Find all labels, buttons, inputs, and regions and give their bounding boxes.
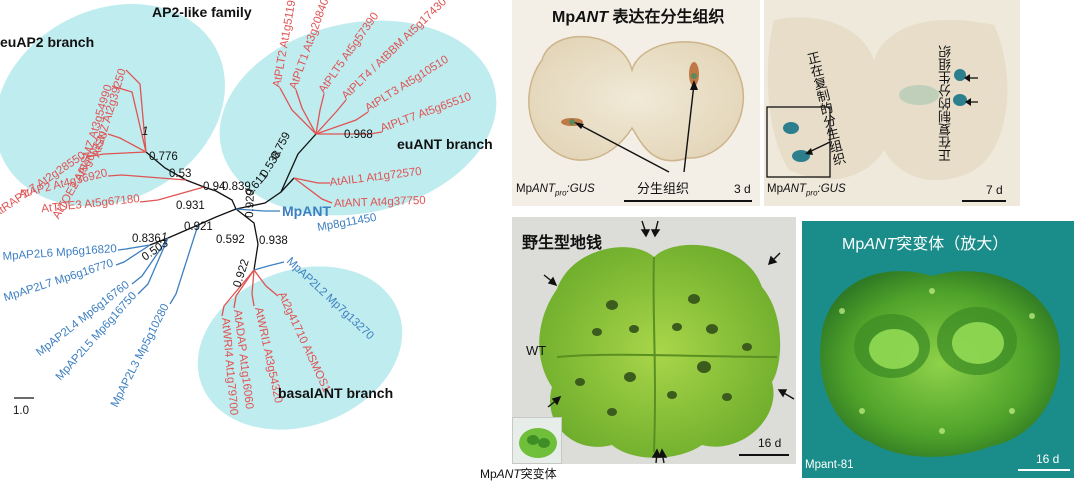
panel-title-wildtype: 野生型地钱	[522, 235, 603, 252]
gene-label-mpap2l7: MpAP2L7 Mp6g16770	[2, 257, 115, 304]
bootstrap-value: 0.938	[259, 235, 288, 247]
tree-branches	[85, 69, 383, 317]
bootstrap-value: 0.929	[244, 189, 257, 218]
bootstrap-value: 1	[161, 232, 167, 244]
bootstrap-value: 0.53	[169, 168, 191, 180]
scale-bar-label: 1.0	[13, 405, 29, 417]
mutant-allele-label: Mpant-81	[805, 459, 854, 471]
clade-label-basalant: basalANT branch	[278, 385, 393, 401]
scale-bar	[1018, 469, 1070, 471]
thallus-photo-gus-7d	[766, 17, 1008, 181]
scale-bar	[739, 454, 789, 456]
meristem-callout: 分生组织	[637, 181, 690, 196]
thallus-photo-mutant	[820, 271, 1061, 457]
bootstrap-value: 0.922	[231, 258, 251, 289]
bootstrap-value: 0.968	[344, 129, 373, 141]
phylogenetic-tree: 1.0	[0, 0, 497, 430]
dividing-meristem-label-right: 正在复制的分生组织	[938, 45, 953, 162]
scale-bar	[624, 200, 752, 202]
thallus-photo-wildtype	[539, 220, 795, 464]
bootstrap-value: 0.921	[184, 221, 213, 233]
clade-blob-euap2	[0, 3, 225, 207]
scale-bar	[962, 200, 1006, 202]
bootstrap-value: 0.776	[149, 151, 178, 163]
bootstrap-value: 0.839	[222, 181, 251, 193]
day-label-16d: 16 d	[758, 436, 782, 450]
day-label-7d: 7 d	[986, 183, 1003, 197]
panel-title-gus-3d: MpANT 表达在分生组织	[552, 9, 725, 26]
bootstrap-value: 0.836	[132, 233, 161, 245]
bootstrap-value: 1	[142, 126, 148, 138]
day-label-3d: 3 d	[734, 182, 751, 196]
day-label-16d-mutant: 16 d	[1036, 452, 1060, 466]
photo-panel-gus-3d: MpANT 表达在分生组织 分生组织 MpANTpro:GUS 3 d	[512, 0, 760, 206]
photo-panel-wildtype: 野生型地钱 WT 16 d	[512, 217, 796, 464]
mutant-inset-thumbnail	[512, 417, 562, 464]
clade-label-euant: euANT branch	[397, 136, 493, 152]
thallus-photo-gus-3d	[528, 35, 744, 173]
mutant-inset-caption: MpANT突变体	[480, 467, 557, 481]
bootstrap-value: 0.592	[216, 234, 245, 246]
gene-label-mpant: MpANT	[282, 203, 331, 219]
photo-panel-mutant: MpANT突变体（放大） Mpant-81 16 d	[802, 221, 1074, 478]
tree-title: AP2-like family	[152, 4, 252, 20]
mutant-inset-photo	[519, 428, 557, 458]
clade-label-euap2: euAP2 branch	[0, 34, 94, 50]
bootstrap-value: 0.931	[176, 200, 205, 212]
photo-panel-gus-7d: 正在复制的分生组织 正在复制的分生组织 MpANTpro:GUS 7 d	[764, 0, 1020, 206]
wt-label: WT	[526, 343, 547, 358]
gene-label-atant: AtANT At4g37750	[334, 195, 426, 210]
panel-title-mutant: MpANT突变体（放大）	[842, 236, 1009, 253]
clade-blob-basalant	[197, 266, 403, 430]
gene-label-mpap2l6: MpAP2L6 Mp6g16820	[2, 243, 117, 263]
bootstrap-value: 0.94	[203, 181, 226, 193]
genotype-label-gus-3d: MpANTpro:GUS	[516, 183, 595, 198]
genotype-label-gus-7d: MpANTpro:GUS	[767, 183, 846, 198]
